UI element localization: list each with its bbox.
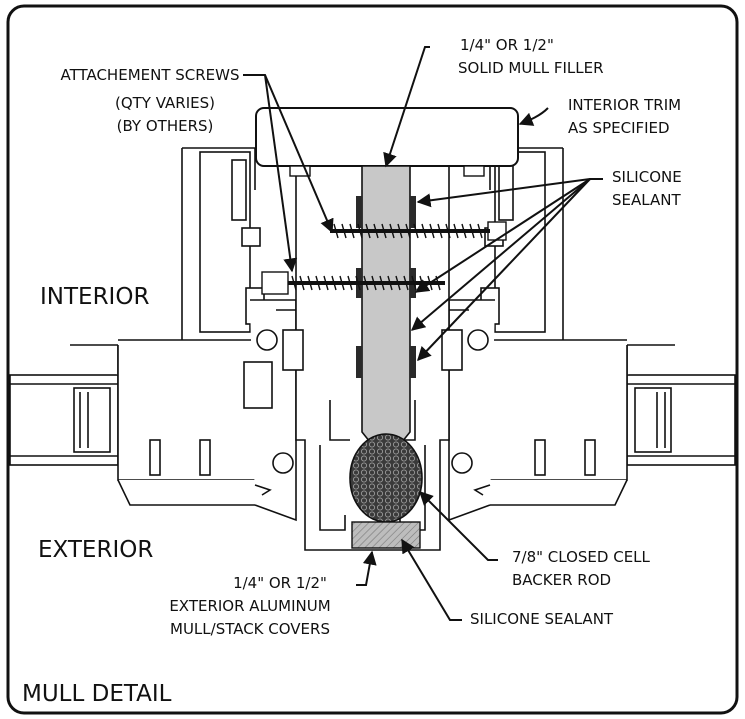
trim-line2: AS SPECIFIED <box>568 119 670 137</box>
covers-line3: MULL/STACK COVERS <box>170 620 330 638</box>
interior-trim-label: INTERIOR TRIM AS SPECIFIED <box>568 96 681 138</box>
covers-line2: EXTERIOR ALUMINUM <box>169 597 331 615</box>
screws-by-others-line: (BY OTHERS) <box>116 117 214 135</box>
solid-mull-filler <box>361 165 411 464</box>
backer-rod-label: 7/8" CLOSED CELL BACKER ROD <box>512 548 650 590</box>
leader-lines <box>243 46 603 621</box>
screws-qty-line: (QTY VARIES) <box>114 94 215 112</box>
filler-line1: 1/4" OR 1/2" <box>460 36 554 54</box>
left-window-frame <box>9 147 300 522</box>
silicone-sealant-top-label: SILICONE SEALANT <box>612 168 682 210</box>
interior-label: INTERIOR <box>40 284 150 310</box>
filler-line2: SOLID MULL FILLER <box>458 59 604 77</box>
covers-line1: 1/4" OR 1/2" <box>233 574 327 592</box>
silicone-line1: SILICONE <box>612 168 682 186</box>
exterior-silicone-sealant <box>351 521 421 549</box>
backer-line1: 7/8" CLOSED CELL <box>512 548 650 566</box>
backer-line2: BACKER ROD <box>512 571 612 589</box>
screws-qty-label: (QTY VARIES) (BY OTHERS) <box>110 94 220 136</box>
closed-cell-backer-rod <box>349 433 423 523</box>
exterior-covers-label: 1/4" OR 1/2" EXTERIOR ALUMINUM MULL/STAC… <box>150 574 350 639</box>
solid-mull-filler-label: 1/4" OR 1/2" SOLID MULL FILLER <box>458 36 604 78</box>
attachment-screws-label: ATTACHEMENT SCREWS <box>55 66 245 85</box>
silicone-sealant-bottom-label: SILICONE SEALANT <box>470 610 614 628</box>
detail-title: MULL DETAIL <box>22 681 172 707</box>
attachment-screws-line1: ATTACHEMENT SCREWS <box>60 66 240 84</box>
silicone-line2: SEALANT <box>612 191 681 209</box>
interior-trim <box>255 107 519 167</box>
trim-line1: INTERIOR TRIM <box>568 96 682 114</box>
exterior-label: EXTERIOR <box>38 537 154 563</box>
